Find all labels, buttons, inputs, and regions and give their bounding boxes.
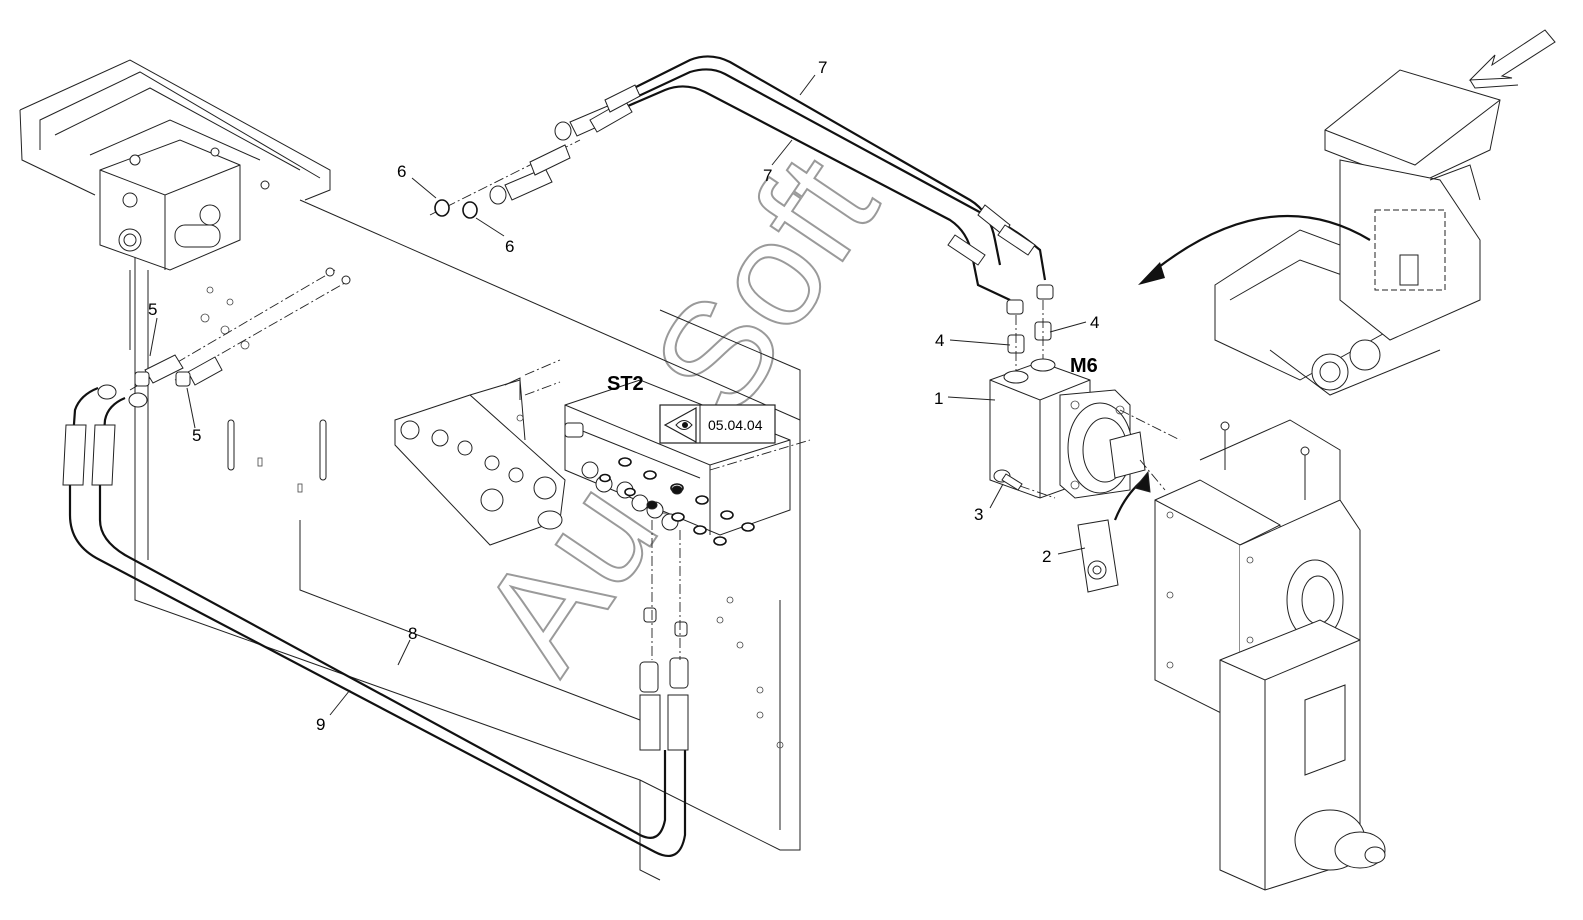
valve-assembly-top-left	[89, 119, 270, 350]
chassis-frame	[19, 59, 801, 881]
callout-7b: 7	[763, 166, 772, 185]
callout-4a: 4	[935, 331, 944, 350]
callout-6b: 6	[505, 237, 514, 256]
gearbox-housing	[1154, 419, 1386, 891]
hoses-8-9	[62, 384, 689, 857]
callout-5a: 5	[148, 300, 157, 319]
label-st2: ST2	[607, 373, 644, 395]
machine-overview	[1214, 69, 1501, 396]
coupling-2	[1077, 470, 1151, 593]
callout-8: 8	[408, 624, 417, 643]
fittings-5	[129, 267, 351, 391]
callout-4b: 4	[1090, 313, 1099, 332]
callout-9: 9	[316, 715, 325, 734]
callout-1: 1	[934, 389, 943, 408]
hydraulic-motor-m6	[989, 358, 1181, 499]
callout-3: 3	[974, 505, 983, 524]
eye-triangle-icon	[663, 406, 697, 444]
reference-code: 05.04.04	[708, 417, 763, 433]
arrow-view-icon	[1468, 29, 1556, 89]
manifold-block	[394, 359, 566, 546]
bolt-3	[993, 469, 1056, 499]
callout-7a: 7	[818, 58, 827, 77]
callout-6a: 6	[397, 162, 406, 181]
label-m6: M6	[1070, 355, 1098, 377]
nuts-6	[429, 104, 618, 219]
adapters-4	[1007, 300, 1052, 380]
hoses-7	[529, 55, 1054, 315]
callout-leaders	[149, 74, 1087, 716]
curved-arrow-icon	[1138, 214, 1371, 285]
callout-2: 2	[1042, 547, 1051, 566]
callout-5b: 5	[192, 426, 201, 445]
reference-box[interactable]: 05.04.04	[659, 404, 776, 444]
